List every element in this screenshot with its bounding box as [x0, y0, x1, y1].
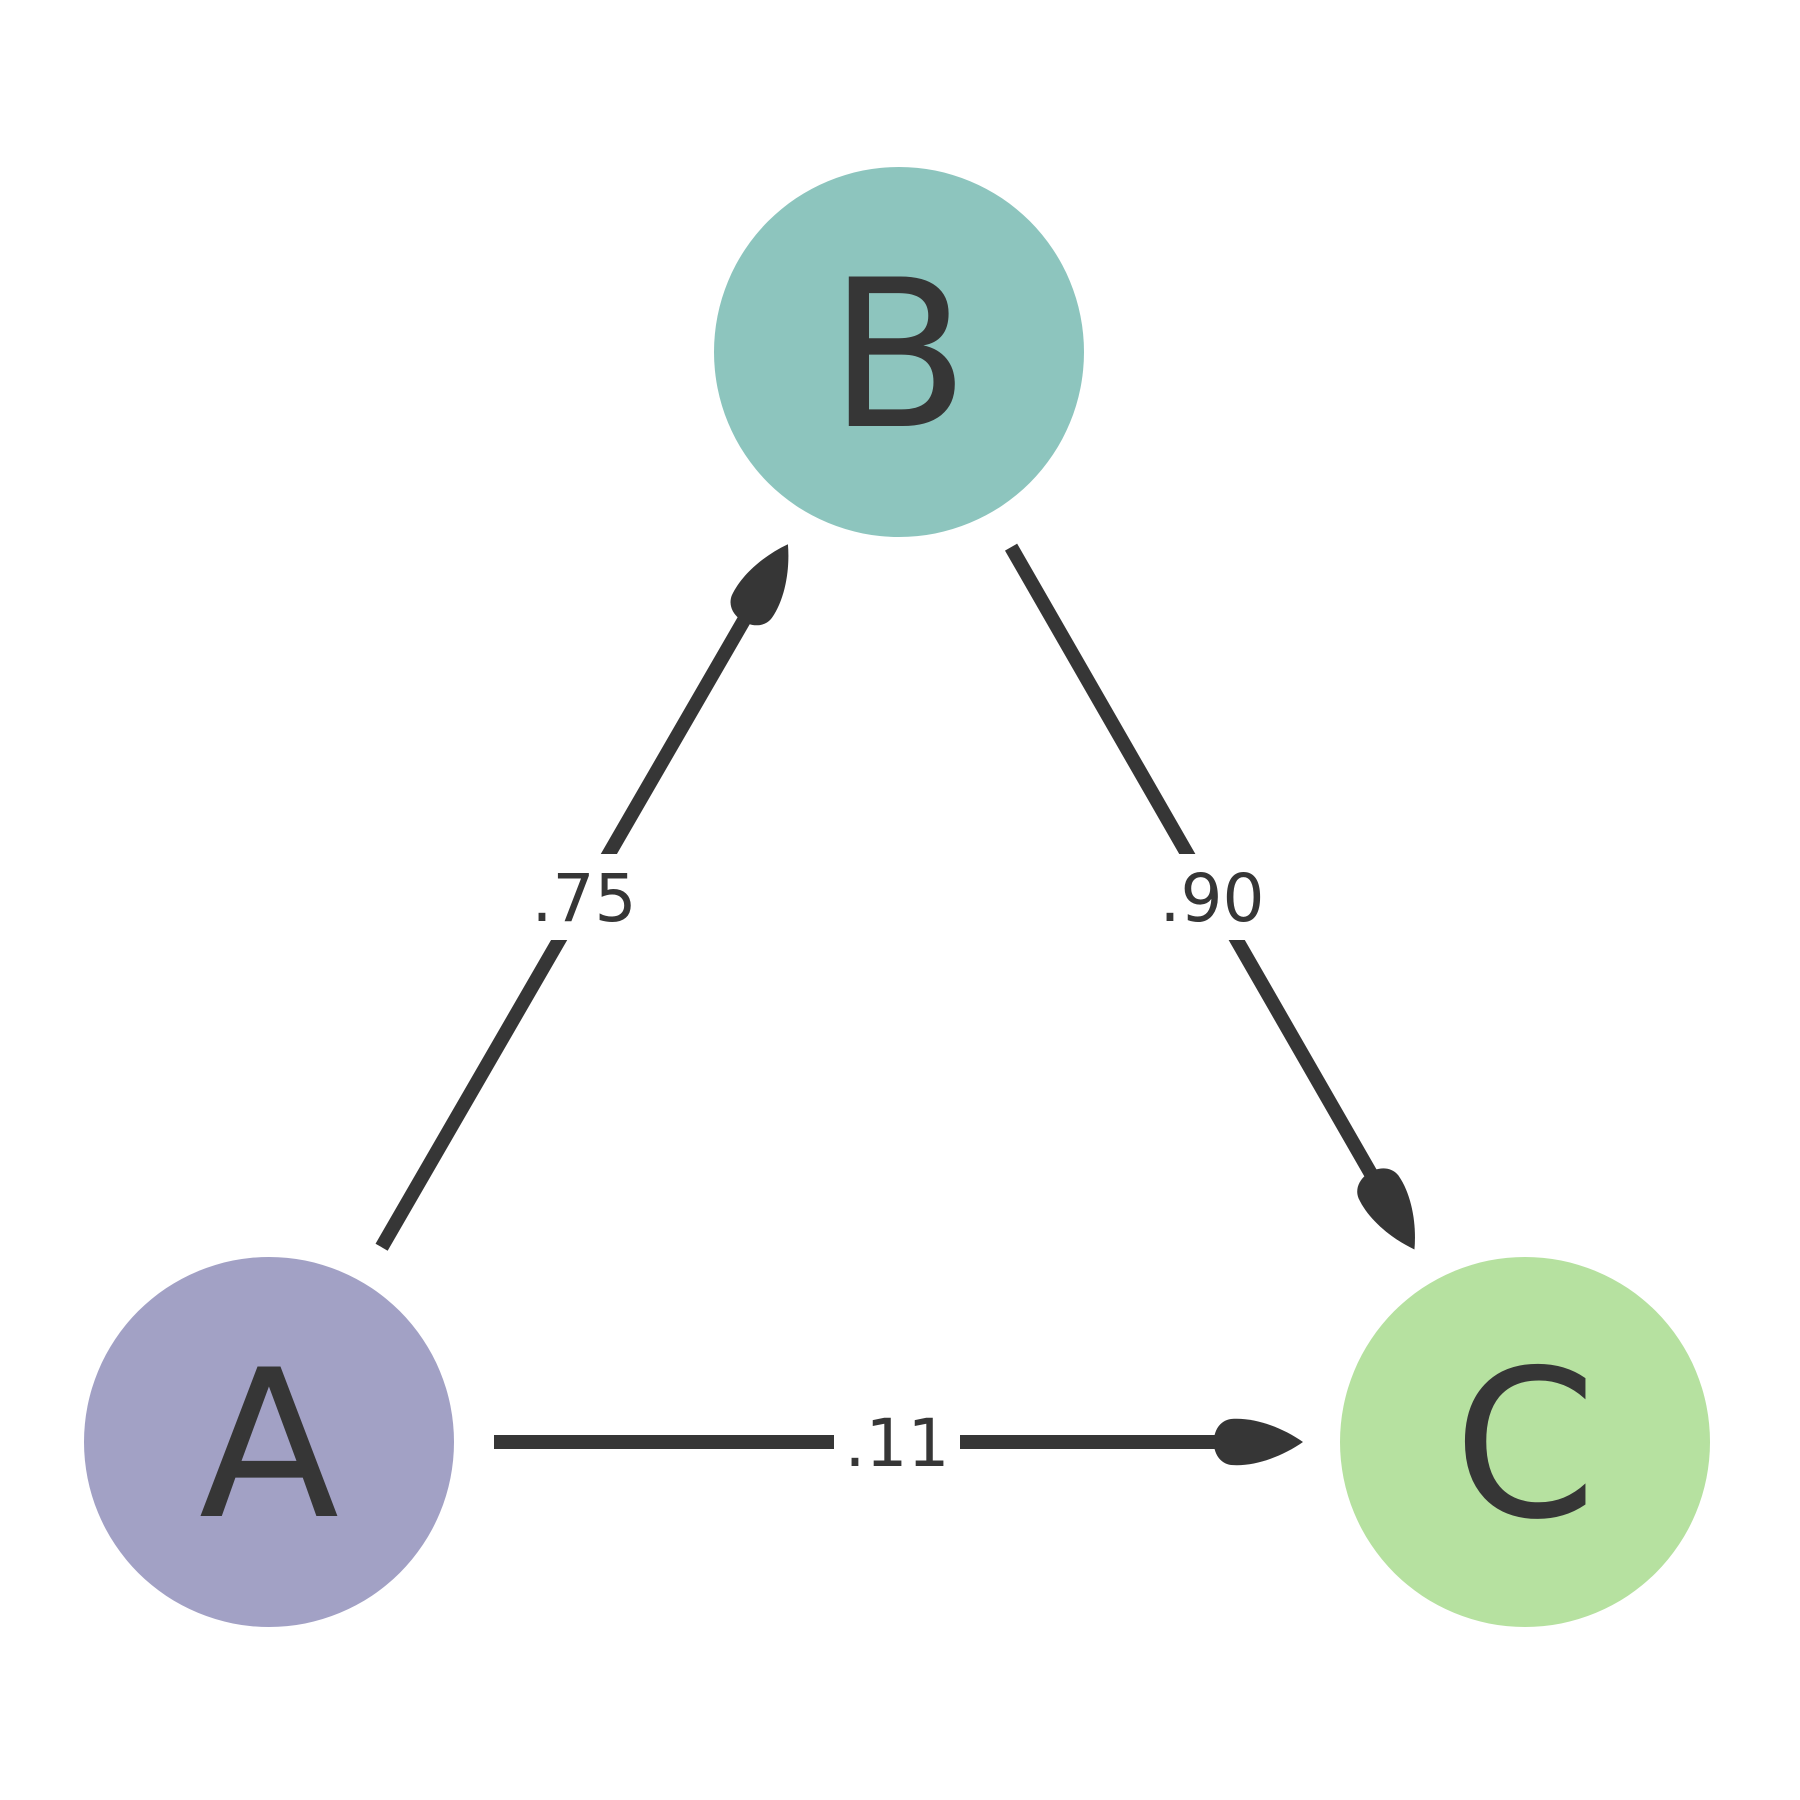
node-C-label: C [1453, 1327, 1596, 1565]
node-A-label: A [199, 1327, 339, 1565]
edge-A-C-weight-label: .11 [845, 1405, 950, 1482]
edge-A-B-arrowhead-icon [730, 544, 789, 626]
edge-B-C-label-bg [1149, 854, 1275, 940]
edge-A-C-arrowhead-icon [1213, 1418, 1303, 1466]
node-B-label: B [829, 237, 970, 475]
node-A-circle [84, 1257, 454, 1627]
edge-A-B-label-bg [521, 854, 647, 940]
node-B-circle [714, 167, 1084, 537]
edge-A-B-weight-label: .75 [532, 860, 637, 937]
edge-A-C-label-bg [834, 1399, 960, 1485]
edge-B-C-weight-label: .90 [1160, 860, 1265, 937]
node-C-circle [1340, 1257, 1710, 1627]
edge-B-C-arrowhead-icon [1357, 1168, 1415, 1250]
